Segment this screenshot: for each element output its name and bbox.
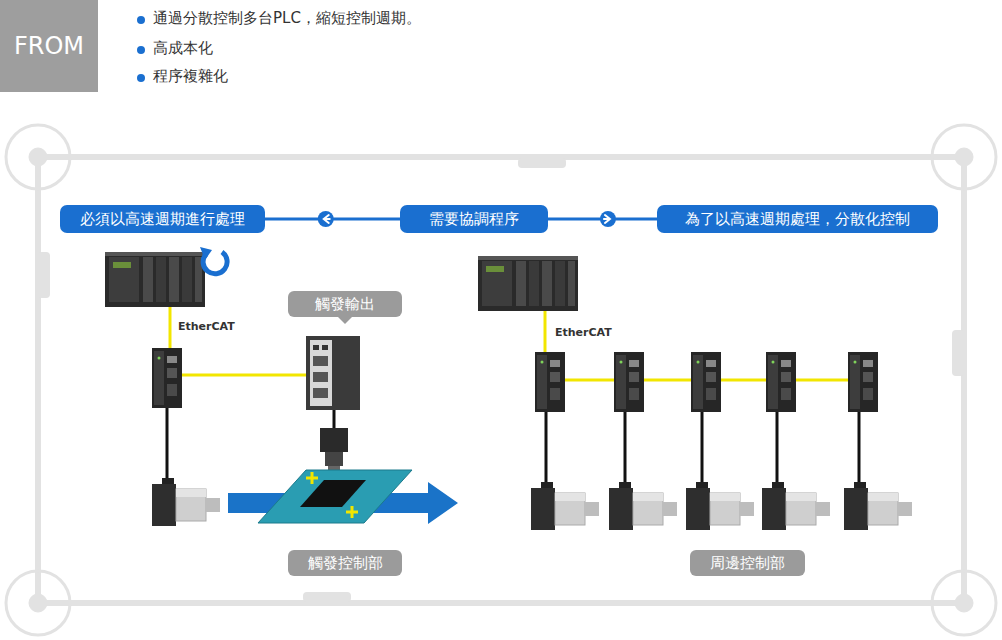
plc-unit: [105, 252, 205, 307]
node-text: 必須以高速週期進行處理: [80, 210, 245, 229]
bullet: [137, 46, 145, 54]
plc-unit: [478, 256, 578, 311]
node-text: 觸發控制部: [308, 554, 383, 573]
bullet-text: 高成本化: [153, 39, 213, 58]
section-tag: 周邊控制部: [690, 550, 805, 576]
servo-drive: [614, 352, 644, 412]
network-logo: EtherCAT: [178, 320, 235, 333]
frame: [6, 125, 996, 635]
motor-cable: [166, 408, 169, 478]
servo-motor: [762, 482, 830, 530]
ethercat-wire: [169, 307, 172, 350]
servo-motor: [531, 482, 599, 530]
node-text: 為了以高速週期處理，分散化控制: [685, 210, 910, 229]
servo-drive: [152, 348, 182, 408]
arrow-glyph: [324, 215, 330, 223]
arrow-head: [600, 211, 616, 227]
servo-motor: [844, 482, 912, 530]
network-logo: EtherCAT: [555, 326, 612, 339]
status-pill: 為了以高速週期處理，分散化控制: [657, 205, 938, 233]
from-box: FROM: [0, 0, 98, 92]
status-pill: 需要協調程序: [400, 205, 548, 233]
servo-drive: [691, 352, 721, 412]
connector: [548, 211, 657, 227]
node-text: 需要協調程序: [429, 210, 519, 229]
servo-drive: [535, 352, 565, 412]
from-panel: [0, 0, 98, 92]
node-text: 觸發輸出: [315, 295, 375, 314]
bullet: [137, 74, 145, 82]
workpiece: [258, 470, 412, 523]
servo-motor: [686, 482, 754, 530]
bullet-text: 程序複雜化: [153, 67, 228, 86]
camera: [320, 410, 348, 470]
cycle-icon: [200, 247, 227, 274]
status-pill: 必須以高速週期進行處理: [60, 205, 265, 233]
ethercat-wire: [544, 311, 547, 354]
servo-drive: [848, 352, 878, 412]
ethercat-wire: [182, 374, 306, 377]
arrow-head: [318, 211, 334, 227]
section-tag: 觸發控制部: [288, 550, 402, 576]
connector: [265, 211, 400, 227]
node-text: 周邊控制部: [710, 554, 785, 573]
servo-drive: [766, 352, 796, 412]
callout-tag: 觸發輸出: [288, 291, 402, 317]
servo-motor: [609, 482, 677, 530]
servo-motor: [152, 478, 220, 526]
bullet-text: 通過分散控制多台PLC，縮短控制週期。: [153, 9, 421, 28]
bullet: [137, 16, 145, 24]
motor-cable: [546, 412, 859, 482]
arrow-glyph: [604, 215, 610, 223]
node-text: FROM: [14, 32, 84, 60]
camera-controller: [306, 336, 360, 410]
